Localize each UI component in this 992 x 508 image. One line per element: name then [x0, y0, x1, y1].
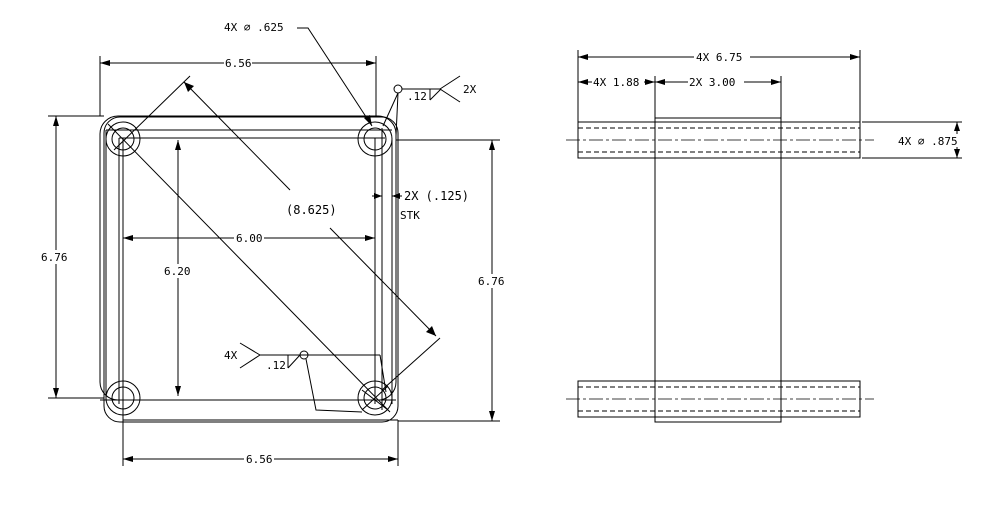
bottom-width-arrow-right: [388, 456, 398, 462]
inner-height-label: 6.20: [164, 265, 191, 278]
hole-top-right: [357, 121, 393, 157]
bottom-width-label-bg: [244, 453, 274, 465]
inner-width-arrow-left: [123, 235, 133, 241]
offset-arrow-left: [578, 79, 588, 85]
bottom-width-arrow-left: [123, 456, 133, 462]
bottom-width-label: 6.56: [246, 453, 273, 466]
plate-width-arrow-left: [655, 79, 665, 85]
overall-length-arrow-left: [578, 54, 588, 60]
top-width-label-bg: [224, 57, 252, 69]
stock-thickness-label: 2X (.125): [404, 189, 469, 203]
diagonal-arrow-bottom: [426, 326, 436, 336]
side-view: 4X 6.75 4X 1.88 2X 3.00: [566, 50, 990, 423]
inner-width-label-bg: [234, 231, 264, 244]
inner-height-label-bg: [162, 264, 194, 278]
diagonal-ext-top: [113, 75, 191, 151]
bar-dia-label: 4X ⌀ .875: [898, 135, 958, 148]
hole-callout-arrow: [364, 115, 372, 126]
side-bar-top: [566, 121, 874, 159]
stock-label: STK: [400, 209, 420, 222]
plate-outline-back: [103, 116, 399, 423]
left-height-arrow-top: [53, 116, 59, 126]
plate-width-arrow-right: [771, 79, 781, 85]
left-height-label-bg: [40, 250, 72, 264]
stock-arrow-left: [374, 193, 382, 199]
weld-bottom-qty: 4X: [224, 349, 238, 362]
hole-x-mark-b: [361, 385, 389, 411]
hole-bottom-left: [105, 380, 141, 416]
stock-arrow-right: [392, 193, 400, 199]
weld-symbol-bottom: 4X .12: [224, 342, 387, 413]
weld-top-size: .12: [407, 90, 427, 103]
top-width-arrow-right: [366, 60, 376, 66]
inner-height-arrow-bottom: [175, 386, 181, 396]
overall-length-label: 4X 6.75: [696, 51, 742, 64]
right-height-arrow-top: [489, 140, 495, 150]
diagonal-dim-label: (8.625): [286, 203, 337, 217]
offset-arrow-right: [645, 79, 655, 85]
side-bar-bottom: [566, 380, 874, 418]
diagonal-ext-bottom: [381, 337, 441, 391]
overall-length-label-bg: [694, 51, 750, 63]
right-height-arrow-bottom: [489, 411, 495, 421]
plate-width-label-bg: [688, 76, 744, 88]
hole-callout-leader: [297, 27, 373, 127]
overall-length-arrow-right: [850, 54, 860, 60]
diagonal-dim-line-b: [329, 227, 437, 337]
hole-bottom-right: [357, 380, 393, 416]
weld-bottom-size: .12: [266, 359, 286, 372]
inner-width-arrow-right: [365, 235, 375, 241]
hole-top-left: [105, 121, 141, 157]
top-width-arrow-left: [100, 60, 110, 66]
side-plate: [654, 117, 782, 423]
front-view: (8.625) 6.56 4X ⌀ .625 .12 2X: [40, 21, 508, 466]
diagonal-dim-line-a: [183, 81, 291, 191]
right-height-label: 6.76: [478, 275, 505, 288]
right-height-label-bg: [476, 274, 508, 288]
offset-label-bg: [592, 76, 644, 88]
hole-x-mark-a: [361, 389, 389, 411]
bar-dia-arrow-bottom: [954, 149, 960, 158]
left-height-label: 6.76: [41, 251, 68, 264]
bar-dia-arrow-top: [954, 122, 960, 131]
left-height-arrow-bottom: [53, 388, 59, 398]
weld-top-qty: 2X: [463, 83, 477, 96]
top-width-label: 6.56: [225, 57, 252, 70]
hole-callout-label: 4X ⌀ .625: [224, 21, 284, 34]
inner-width-label: 6.00: [236, 232, 263, 245]
diagonal-center-line: [107, 123, 391, 413]
weld-symbol-top: .12 2X: [382, 75, 477, 137]
plate-outline-front: [99, 115, 397, 401]
inner-height-arrow-top: [175, 140, 181, 150]
offset-label: 4X 1.88: [593, 76, 639, 89]
plate-width-label: 2X 3.00: [689, 76, 735, 89]
diagonal-arrow-top: [184, 82, 194, 92]
bar-dia-label-bg: [896, 134, 990, 147]
plate-inner-frame: [100, 128, 398, 421]
